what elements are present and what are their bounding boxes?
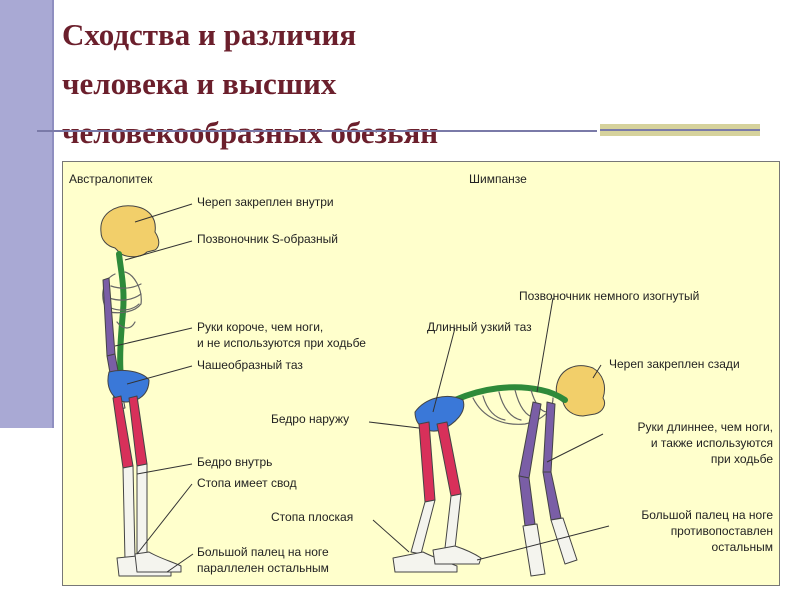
australopithecus-spine bbox=[116, 251, 127, 381]
chimpanzee-ribcage bbox=[472, 389, 554, 425]
title-divider-accent bbox=[600, 124, 760, 136]
label-skull-inside: Череп закреплен внутри bbox=[197, 195, 334, 209]
chimpanzee-skull bbox=[555, 365, 606, 417]
label-spine-s-shaped: Позвоночник S-образный bbox=[197, 232, 338, 246]
australopithecus-ribcage bbox=[102, 271, 142, 329]
chimpanzee-hand bbox=[522, 523, 546, 577]
slide-side-bar bbox=[0, 0, 54, 428]
label-toe-parallel-line1: Большой палец на ноге bbox=[197, 545, 329, 559]
skeleton-diagram bbox=[100, 203, 610, 577]
australopithecus-arm bbox=[102, 277, 116, 357]
title-line-2: человека и высших bbox=[62, 66, 337, 101]
slide-title: Сходства и различия человека и высших че… bbox=[62, 10, 582, 157]
label-spine-slightly-curved: Позвоночник немного изогнутый bbox=[519, 289, 700, 303]
label-toe-opposed-line1: Большой палец на ноге bbox=[641, 508, 773, 522]
leader-lines bbox=[114, 203, 610, 573]
skeleton-comparison-panel: Австралопитек Шимпанзе Череп закреплен в… bbox=[62, 161, 780, 586]
label-foot-arch: Стопа имеет свод bbox=[197, 476, 297, 490]
chimpanzee-skeleton bbox=[392, 365, 606, 577]
label-hip-inward: Бедро внутрь bbox=[197, 455, 273, 469]
australopithecus-heading: Австралопитек bbox=[69, 172, 153, 186]
chimpanzee-arm bbox=[518, 401, 542, 479]
label-arms-shorter-line1: Руки короче, чем ноги, bbox=[197, 320, 324, 334]
australopithecus-skeleton bbox=[100, 205, 182, 577]
title-line-1: Сходства и различия bbox=[62, 17, 357, 52]
label-hip-outward: Бедро наружу bbox=[271, 412, 350, 426]
chimpanzee-spine bbox=[452, 384, 568, 403]
title-divider bbox=[37, 130, 597, 132]
label-arms-longer-line1: Руки длиннее, чем ноги, bbox=[637, 420, 774, 434]
label-long-narrow-pelvis: Длинный узкий таз bbox=[427, 320, 532, 334]
label-flat-foot: Стопа плоская bbox=[271, 510, 354, 524]
label-arms-shorter-line2: и не используются при ходьбе bbox=[197, 336, 366, 350]
label-arms-longer-line3: при ходьбе bbox=[710, 452, 773, 466]
title-line-3: человекообразных обезьян bbox=[62, 115, 439, 150]
label-toe-parallel-line2: параллелен остальным bbox=[197, 561, 329, 575]
australopithecus-pelvis bbox=[107, 369, 150, 403]
label-bowl-pelvis: Чашеобразный таз bbox=[197, 358, 303, 372]
chimpanzee-lower-leg bbox=[410, 499, 436, 555]
label-skull-behind: Череп закреплен сзади bbox=[609, 357, 740, 371]
chimpanzee-femur bbox=[418, 421, 436, 503]
australopithecus-skull bbox=[100, 205, 160, 258]
label-toe-opposed-line2: противопоставлен bbox=[670, 524, 773, 538]
label-toe-opposed-line3: остальным bbox=[711, 540, 773, 554]
label-arms-longer-line2: и также используются bbox=[650, 436, 773, 450]
chimpanzee-heading: Шимпанзе bbox=[469, 172, 527, 186]
australopithecus-lower-leg bbox=[122, 465, 136, 561]
